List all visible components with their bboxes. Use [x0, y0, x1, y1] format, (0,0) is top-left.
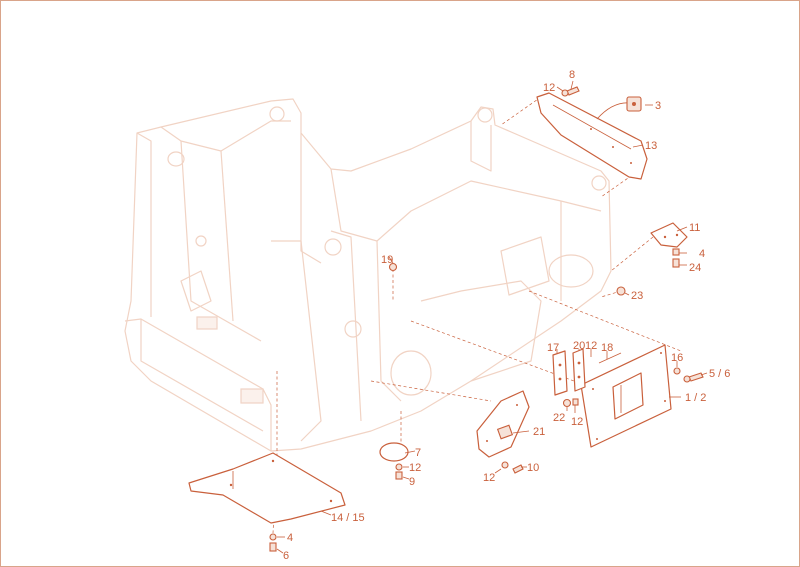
part-1-2-side-cover — [580, 344, 672, 448]
part-4-24-bolt — [672, 248, 680, 268]
part-17-latch — [552, 350, 568, 396]
callout-24: 24 — [689, 262, 701, 274]
callout-6: 6 — [283, 550, 289, 562]
callout-12-plate: 12 — [483, 472, 495, 484]
part-11-bracket — [650, 222, 688, 248]
part-10-12-bolt — [501, 461, 524, 474]
callout-21: 21 — [533, 426, 545, 438]
part-3-grommet — [626, 96, 642, 112]
callout-13: 13 — [645, 140, 657, 152]
chassis-frame — [124, 98, 612, 452]
callout-22: 22 — [553, 412, 565, 424]
part-5-6-bolt — [683, 372, 704, 383]
part-13-top-cover — [536, 92, 648, 180]
part-4-6-bolt — [269, 533, 277, 552]
callout-4-pan: 4 — [287, 532, 293, 544]
callout-17: 17 — [547, 342, 559, 354]
part-14-15-belly-pan — [188, 452, 346, 524]
part-7-round-cover — [379, 442, 409, 462]
callout-18: 18 — [601, 342, 613, 354]
callout-5-6: 5 / 6 — [709, 368, 730, 380]
callout-12-latch: 12 — [585, 340, 597, 352]
callout-labels: 8 12 3 13 11 4 24 23 19 17 20 12 18 16 5… — [283, 69, 730, 562]
callout-19: 19 — [381, 254, 393, 266]
callout-23: 23 — [631, 290, 643, 302]
callout-12-nut: 12 — [571, 416, 583, 428]
part-8-screw — [561, 86, 580, 97]
assembly-paths — [272, 96, 682, 534]
callout-7: 7 — [415, 447, 421, 459]
part-19-bolt — [388, 262, 398, 272]
callout-12-round: 12 — [409, 462, 421, 474]
part-16-washer — [673, 367, 681, 375]
callout-8: 8 — [569, 69, 575, 81]
callout-11: 11 — [689, 222, 700, 234]
part-9-12-bolt — [395, 463, 403, 480]
leader-lines — [276, 80, 708, 554]
callout-1-2: 1 / 2 — [685, 392, 706, 404]
callout-16: 16 — [671, 352, 683, 364]
callout-12: 12 — [543, 82, 555, 94]
callout-20: 20 — [573, 340, 585, 352]
callout-9: 9 — [409, 476, 415, 488]
callout-10: 10 — [527, 462, 539, 474]
callout-14-15: 14 / 15 — [331, 512, 365, 524]
part-20-latch — [572, 348, 586, 392]
part-22-nut — [562, 398, 579, 408]
part-18-pin — [598, 352, 622, 364]
callout-4: 4 — [699, 248, 705, 260]
part-21-inspection-plate — [476, 390, 530, 458]
part-23-nut — [616, 286, 626, 296]
callout-3: 3 — [655, 100, 661, 112]
